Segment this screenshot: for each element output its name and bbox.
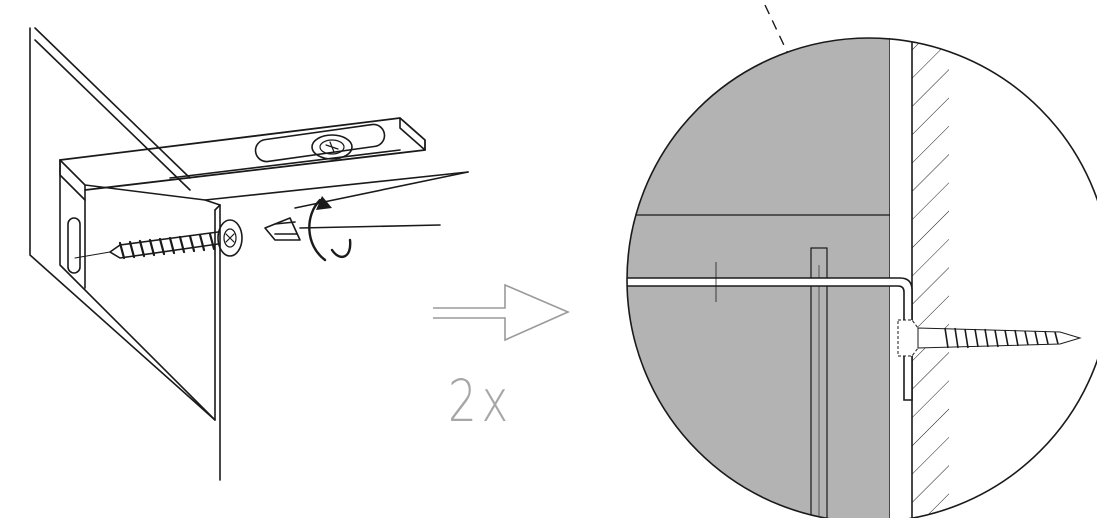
detail-leader-line: [764, 4, 791, 59]
cabinet-top-board: [59, 159, 469, 201]
bracket-icon: [59, 117, 426, 191]
upper-panel: [627, 38, 890, 215]
wall-outline: [29, 27, 216, 421]
screw-icon: [109, 219, 243, 260]
section-bracket: [627, 277, 913, 401]
step-count-label: 2x: [448, 367, 513, 435]
proceed-arrow-icon: [433, 283, 570, 342]
detail-section-view: [626, 4, 1097, 518]
rotation-arrow-icon: [308, 198, 327, 262]
detail-circle-outline: [626, 37, 1097, 518]
section-screw: [897, 319, 1082, 357]
screwdriver-bit-icon: [264, 217, 301, 241]
side-slot: [67, 217, 81, 274]
bracket-slot: [254, 123, 386, 163]
lower-panel: [627, 215, 890, 518]
cabinet-side-panel: [59, 159, 216, 421]
cabinet-perspective-view: [29, 27, 469, 481]
bracket-screw-head: [311, 134, 353, 160]
